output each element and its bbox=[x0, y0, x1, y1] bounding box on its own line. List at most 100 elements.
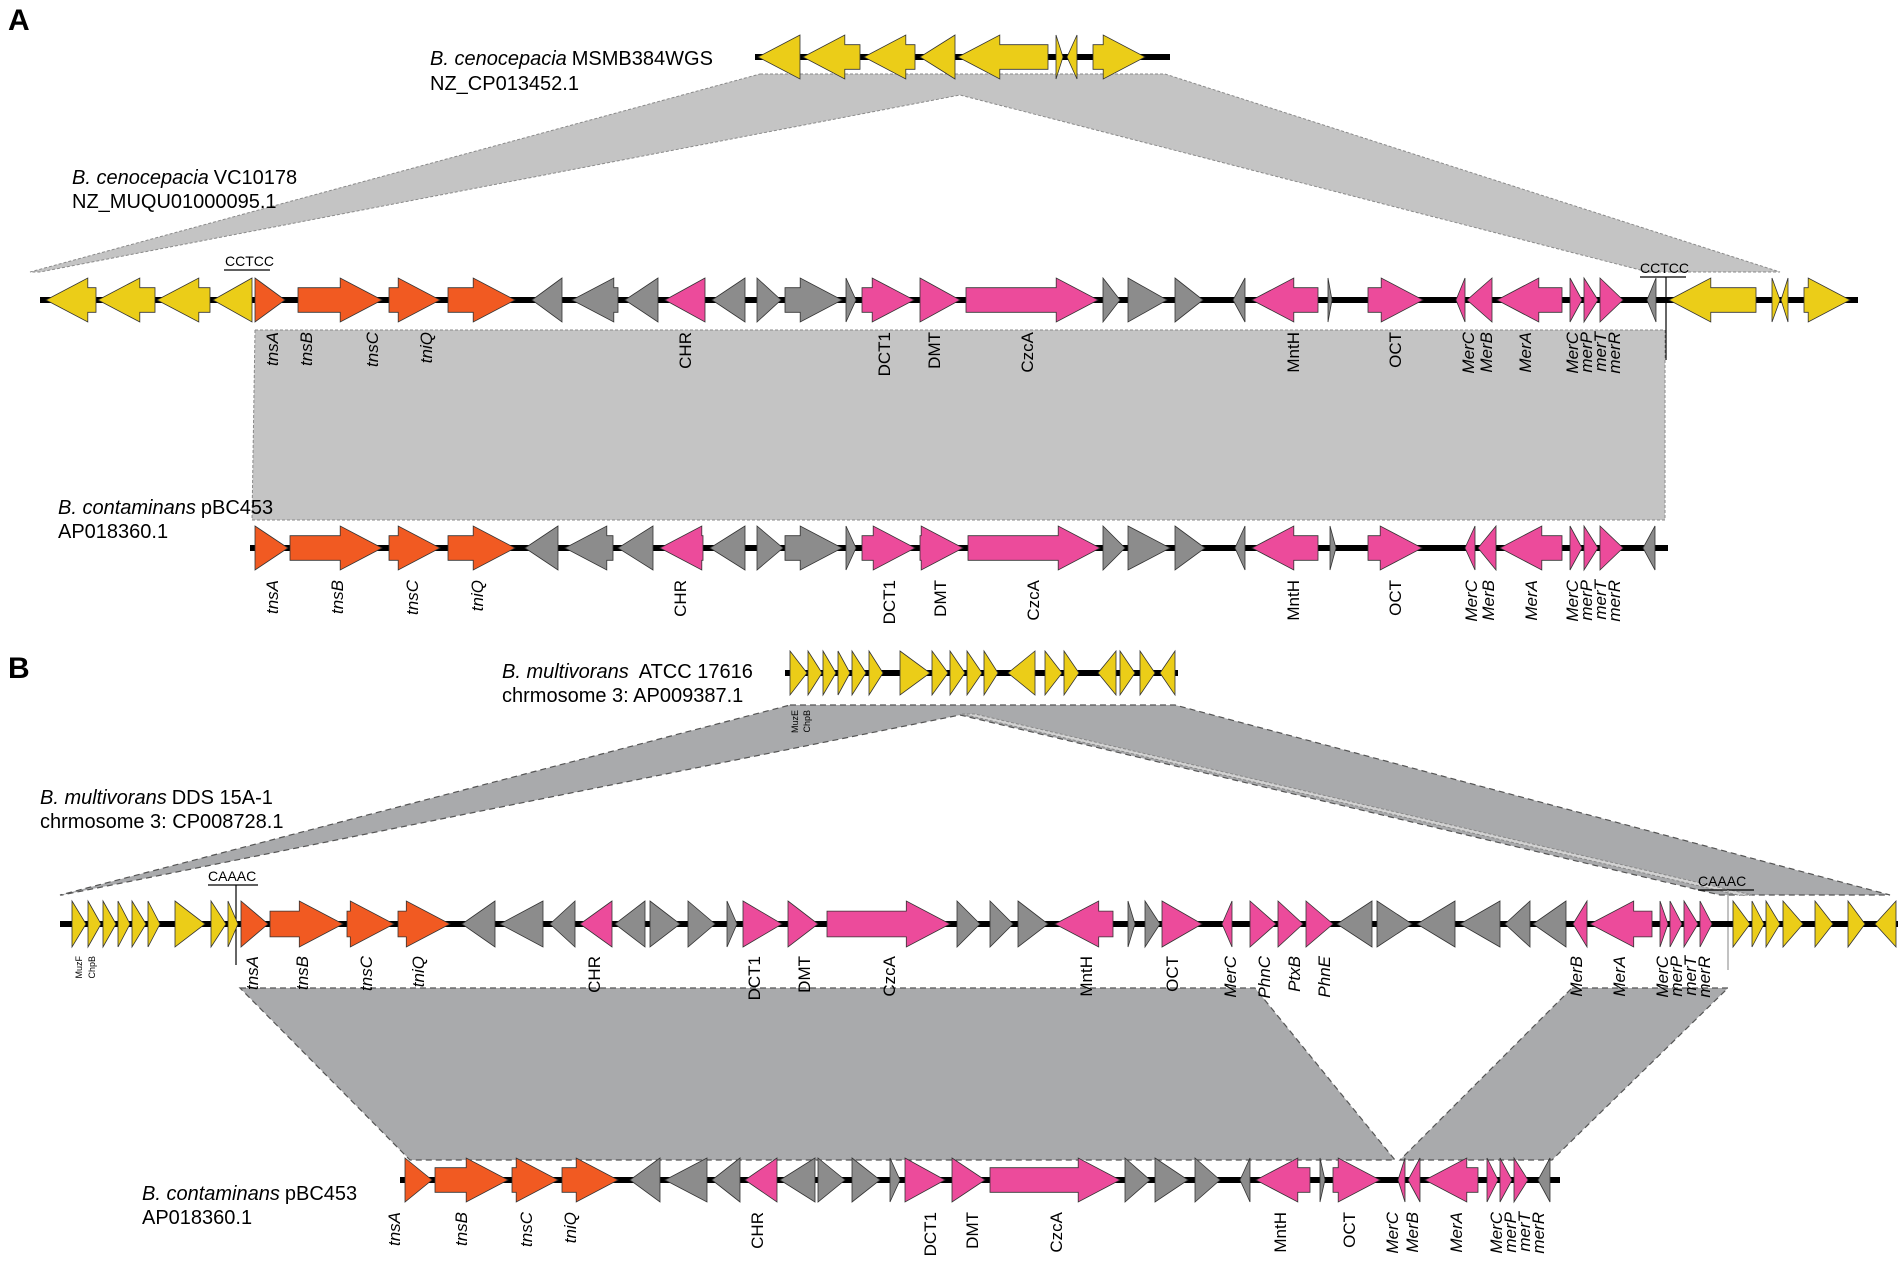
gene-arrow bbox=[687, 900, 716, 948]
gene-arrow bbox=[1424, 1157, 1479, 1203]
gene-arrow bbox=[1847, 899, 1866, 949]
gene-arrow bbox=[1599, 277, 1624, 323]
gene-track-a-top bbox=[755, 34, 1170, 80]
gene-arrow bbox=[1537, 1157, 1551, 1203]
gene-label: MerB bbox=[1403, 1212, 1422, 1253]
gene-arrow bbox=[1159, 649, 1176, 697]
gene-arrow bbox=[1466, 277, 1493, 323]
gene-arrow bbox=[1017, 900, 1049, 948]
insertion-site-a-left: CCTCC bbox=[224, 253, 274, 271]
gene-label: CzcA bbox=[1018, 331, 1037, 372]
gene-arrow bbox=[571, 277, 619, 323]
gene-arrow bbox=[851, 649, 867, 697]
gene-label: MerC bbox=[1383, 1211, 1402, 1253]
gene-label: merR bbox=[1605, 332, 1624, 374]
gene-arrow bbox=[346, 900, 395, 948]
gene-arrow bbox=[744, 1157, 778, 1203]
gene-arrow bbox=[711, 277, 746, 323]
gene-arrow bbox=[919, 525, 964, 571]
gene-arrow bbox=[664, 1157, 708, 1203]
gene-label: CHR bbox=[748, 1212, 767, 1249]
gene-arrow bbox=[1513, 1156, 1529, 1204]
panel-label-a: A bbox=[8, 4, 30, 37]
gene-arrow bbox=[71, 899, 87, 949]
insertion-site-b-left: CAAAC bbox=[208, 868, 258, 965]
gene-label: MerA bbox=[1522, 580, 1541, 621]
gene-arrow bbox=[851, 1157, 881, 1203]
gene-arrow bbox=[784, 277, 843, 323]
gene-label: DCT1 bbox=[880, 580, 899, 624]
gene-arrow bbox=[1127, 900, 1136, 948]
gene-label: MntH bbox=[1284, 580, 1303, 621]
gene-arrow bbox=[1194, 1157, 1221, 1203]
gene-label: tnsA bbox=[243, 956, 262, 990]
gene-label: PhnE bbox=[1315, 955, 1334, 997]
gene-arrow bbox=[1054, 900, 1114, 948]
gene-arrow bbox=[1127, 525, 1171, 571]
gene-arrow bbox=[1782, 899, 1804, 949]
svg-text:CAAAC: CAAAC bbox=[1698, 873, 1746, 889]
gene-arrow bbox=[240, 900, 269, 948]
gene-arrow bbox=[1814, 899, 1834, 949]
homology-band-a-mid-bottom bbox=[251, 329, 1666, 521]
gene-arrow bbox=[845, 277, 857, 323]
gene-arrow bbox=[659, 525, 704, 571]
gene-arrow bbox=[1066, 34, 1078, 80]
gene-arrow bbox=[899, 650, 931, 696]
gene-arrow bbox=[784, 525, 843, 571]
gene-arrow bbox=[1583, 276, 1599, 324]
gene-label: DCT1 bbox=[745, 956, 764, 1000]
gene-label: merP bbox=[1501, 1211, 1520, 1252]
gene-arrow bbox=[524, 525, 559, 571]
gene-arrow bbox=[826, 900, 951, 948]
gene-arrow bbox=[499, 900, 544, 948]
gene-label: PhnC bbox=[1255, 955, 1274, 998]
gene-label: MerB bbox=[1479, 580, 1498, 621]
gene-track-a-bottom bbox=[250, 524, 1668, 572]
gene-track-b-top bbox=[785, 649, 1178, 697]
gene-label: DCT1 bbox=[921, 1212, 940, 1256]
gene-arrow bbox=[919, 277, 961, 323]
gene-arrow bbox=[1599, 525, 1624, 571]
gene-arrow bbox=[564, 525, 614, 571]
gene-arrow bbox=[1486, 1157, 1499, 1203]
gene-arrow bbox=[1751, 900, 1765, 948]
gene-arrow bbox=[397, 900, 451, 948]
gene-arrow bbox=[461, 900, 496, 948]
gene-arrow bbox=[1642, 525, 1656, 571]
gene-arrow bbox=[1119, 649, 1136, 697]
svg-text:CCTCC: CCTCC bbox=[225, 253, 274, 269]
gene-arrow bbox=[447, 277, 516, 323]
svg-text:AP018360.1: AP018360.1 bbox=[58, 521, 168, 543]
gene-label: CHR bbox=[671, 580, 690, 617]
gene-label: merT bbox=[1591, 578, 1610, 619]
gene-label: tnsA bbox=[263, 332, 282, 366]
gene-arrow bbox=[1780, 277, 1789, 323]
gene-label: MerC bbox=[1653, 955, 1672, 997]
gene-arrow bbox=[1161, 900, 1203, 948]
gene-arrow bbox=[817, 1157, 846, 1203]
gene-arrow bbox=[649, 900, 681, 948]
gene-track-b-bottom bbox=[400, 1156, 1560, 1204]
gene-label: merT bbox=[1591, 330, 1610, 371]
gene-arrow bbox=[579, 900, 613, 948]
gene-arrow bbox=[1499, 525, 1563, 571]
homology-band-b-mid-bottom-right bbox=[1398, 987, 1730, 1161]
gene-arrow bbox=[1668, 277, 1757, 323]
insertion-site-a-right: CCTCC bbox=[1640, 260, 1689, 360]
homology-band-b-thin bbox=[961, 713, 1753, 896]
gene-label: OCT bbox=[1386, 580, 1405, 616]
gene-label: DCT1 bbox=[875, 332, 894, 376]
svg-text:chrmosome 3: CP008728.1: chrmosome 3: CP008728.1 bbox=[40, 811, 283, 833]
homology-band-a-top-mid bbox=[29, 73, 1781, 273]
gene-arrow bbox=[1589, 900, 1653, 948]
gene-arrow bbox=[1572, 899, 1588, 949]
gene-arrow bbox=[97, 277, 156, 323]
